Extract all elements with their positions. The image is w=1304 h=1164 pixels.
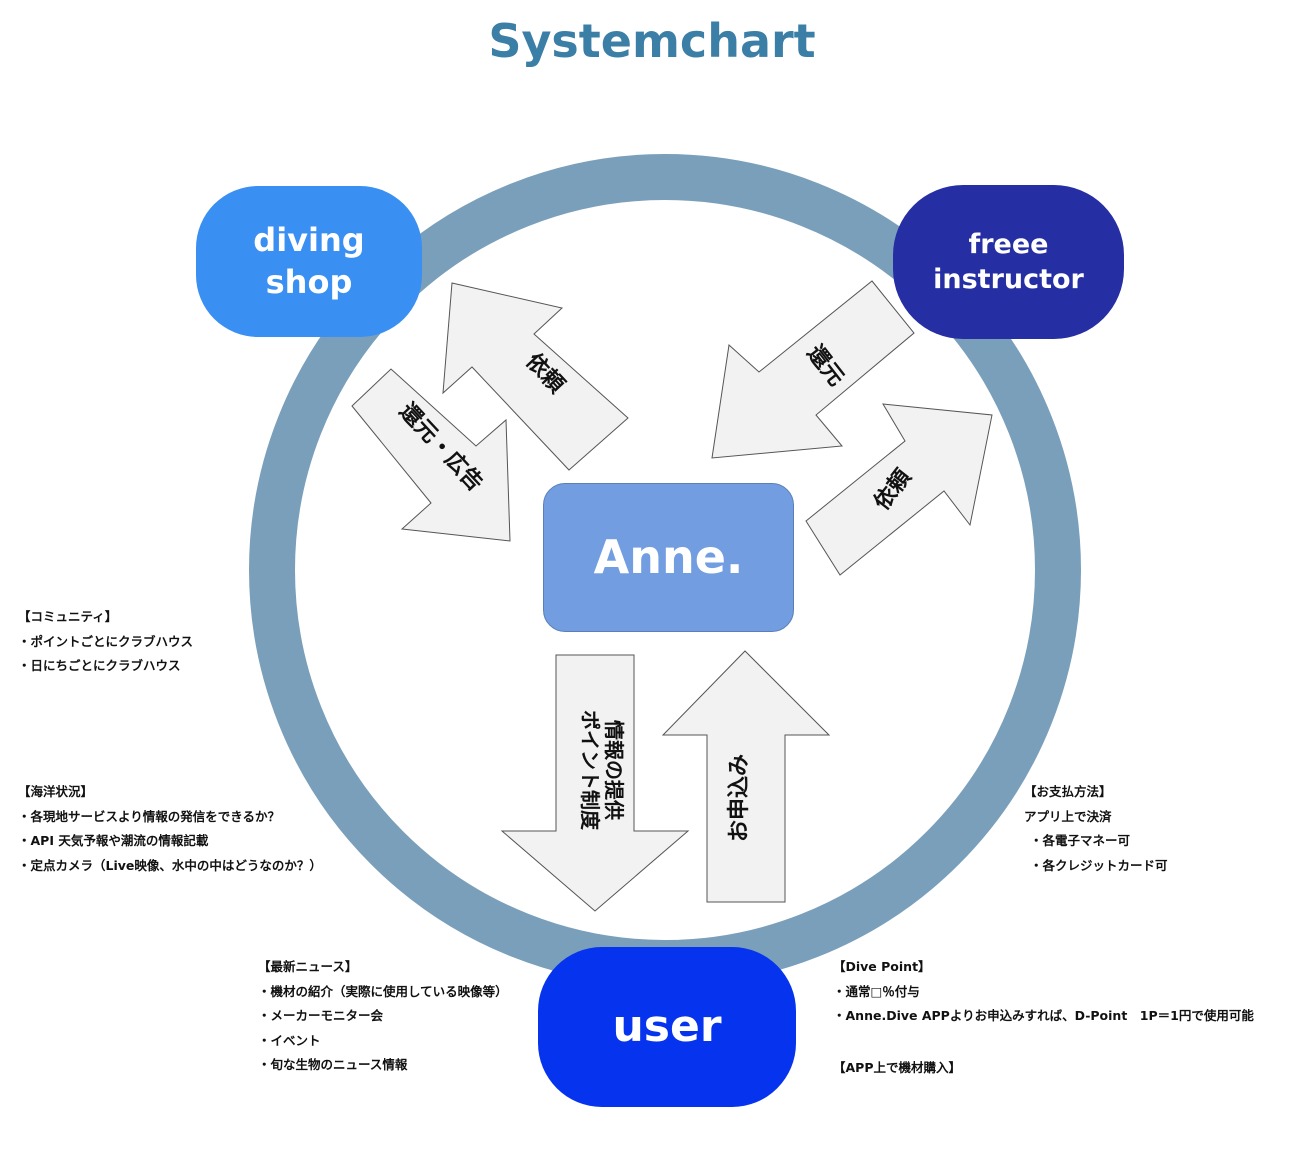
arrow-label-info-line1: 情報の提供 xyxy=(602,720,626,820)
node-user: user xyxy=(538,947,796,1107)
note-ocean: 【海洋状況】 ・各現地サービスより情報の発信をできるか？ ・API 天気予報や潮… xyxy=(18,780,322,878)
arrow-instructor-return: 還元 xyxy=(711,280,915,459)
node-diving-shop: diving shop xyxy=(196,186,422,337)
arrow-shop-return-ad: 還元・広告 xyxy=(351,368,511,542)
note-community-item: ・日にちごとにクラブハウス xyxy=(18,658,181,673)
note-news-item: ・旬な生物のニュース情報 xyxy=(258,1057,408,1072)
note-dive-point-heading: 【Dive Point】 xyxy=(833,959,931,974)
note-community-item: ・ポイントごとにクラブハウス xyxy=(18,633,194,649)
node-user-label: user xyxy=(612,1001,722,1053)
note-ocean-item: ・各現地サービスより情報の発信をできるか？ xyxy=(18,808,281,824)
note-payment: 【お支払方法】 アプリ上で決済 ・各電子マネー可 ・各クレジットカード可 xyxy=(1024,780,1168,878)
note-community-heading: 【コミュニティ】 xyxy=(18,609,118,624)
note-payment-item: ・各クレジットカード可 xyxy=(1030,857,1168,873)
node-anne: Anne. xyxy=(543,483,794,632)
arrow-instructor-request: 依頼 xyxy=(805,403,993,576)
note-community: 【コミュニティ】 ・ポイントごとにクラブハウス ・日にちごとにクラブハウス xyxy=(18,605,193,679)
note-dive-point-item: ・通常□％付与 xyxy=(833,983,920,999)
node-freee-instructor: freee instructor xyxy=(893,185,1124,339)
note-news-heading: 【最新ニュース】 xyxy=(258,959,358,974)
note-ocean-item: ・定点カメラ（Live映像、水中の中はどうなのか？） xyxy=(18,857,322,873)
node-freee-instructor-label: freee instructor xyxy=(933,228,1084,295)
note-payment-item: アプリ上で決済 xyxy=(1024,808,1112,824)
note-news-item: ・機材の紹介（実際に使用している映像等） xyxy=(258,983,508,999)
note-news-item: ・メーカーモニター会 xyxy=(258,1008,384,1023)
note-payment-item: ・各電子マネー可 xyxy=(1030,833,1131,848)
arrow-user-apply: お申込み xyxy=(661,650,831,903)
node-anne-label: Anne. xyxy=(593,529,744,584)
page-title: Systemchart xyxy=(488,14,816,68)
node-diving-shop-label: diving shop xyxy=(253,220,365,301)
note-news-item: ・イベント xyxy=(258,1032,321,1048)
note-news: 【最新ニュース】 ・機材の紹介（実際に使用している映像等） ・メーカーモニター会… xyxy=(258,955,508,1078)
note-ocean-item: ・API 天気予報や潮流の情報記載 xyxy=(18,833,209,848)
arrow-label-info-line2: ポイント制度 xyxy=(578,710,602,831)
arrow-info-provision: 情報の提供 ポイント制度 xyxy=(500,654,690,912)
note-dive-point: 【Dive Point】 ・通常□％付与 ・Anne.Dive APPよりお申込… xyxy=(833,955,1254,1029)
note-payment-heading: 【お支払方法】 xyxy=(1024,784,1112,799)
arrow-label-user-apply: お申込み xyxy=(727,754,752,842)
note-app-purchase: 【APP上で機材購入】 xyxy=(833,1056,961,1081)
note-dive-point-item: ・Anne.Dive APPよりお申込みすれば、D-Point 1P＝1円で使用… xyxy=(833,1008,1254,1023)
note-ocean-heading: 【海洋状況】 xyxy=(18,784,94,799)
note-app-purchase-heading: 【APP上で機材購入】 xyxy=(833,1060,961,1075)
